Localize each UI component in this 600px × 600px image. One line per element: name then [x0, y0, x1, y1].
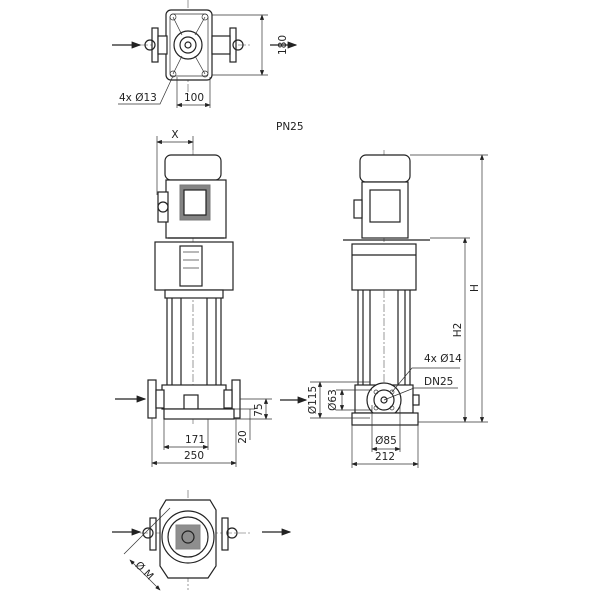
dim-180: 180 [277, 35, 289, 55]
dim-85: Ø85 [375, 435, 397, 447]
dim-75: 75 [253, 403, 265, 416]
dim-motor-diameter: Ø M [133, 559, 156, 582]
label-4x-13: 4x Ø13 [119, 92, 157, 104]
top-view: 180 100 4x Ø13 [112, 0, 298, 108]
dim-171: 171 [185, 434, 205, 446]
label-dn25: DN25 [424, 376, 453, 388]
dim-250: 250 [184, 450, 204, 462]
label-4x-14: 4x Ø14 [424, 353, 462, 365]
dim-x: X [171, 129, 178, 141]
front-view: X 171 250 75 20 [115, 129, 272, 467]
dim-212: 212 [375, 451, 395, 463]
bottom-view: Ø M [112, 490, 292, 591]
side-view: H H2 Ø115 Ø63 4x Ø14 DN25 Ø85 212 [280, 150, 488, 468]
dim-115: Ø115 [307, 386, 319, 414]
dim-63: Ø63 [327, 389, 339, 411]
dim-h: H [469, 284, 481, 292]
pressure-rating: PN25 [276, 121, 304, 133]
dim-h2: H2 [452, 323, 464, 338]
dim-20: 20 [237, 430, 249, 443]
dim-100: 100 [184, 92, 204, 104]
